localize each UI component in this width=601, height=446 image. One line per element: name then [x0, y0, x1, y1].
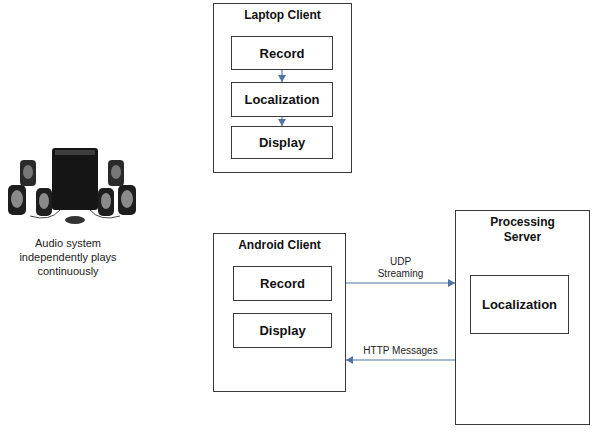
satellite-speaker	[108, 160, 124, 186]
protocol-label: UDP Streaming	[370, 256, 432, 280]
process-label: Display	[259, 135, 305, 150]
process-label: Localization	[244, 92, 319, 107]
protocol-label: HTTP Messages	[356, 345, 446, 357]
process-box: Display	[231, 126, 333, 159]
flow-arrow	[346, 282, 455, 283]
process-box: Localization	[231, 82, 333, 117]
speaker-cone	[11, 190, 23, 208]
process-box: Record	[231, 36, 333, 70]
component-box: Android ClientRecordDisplay	[213, 233, 346, 392]
satellite-speaker	[36, 188, 52, 216]
satellite-speaker	[118, 185, 136, 215]
flow-arrow	[281, 117, 282, 126]
caption-note: Audio system independently plays continu…	[8, 236, 128, 278]
control-pod	[65, 216, 85, 224]
component-title: Processing Server	[483, 215, 563, 245]
speaker-cone	[101, 193, 111, 209]
speaker-cone	[111, 165, 121, 179]
satellite-speaker	[8, 185, 26, 215]
process-box: Record	[233, 266, 332, 301]
flow-arrow	[281, 70, 282, 82]
component-title: Laptop Client	[223, 8, 343, 23]
speaker-cone	[23, 165, 33, 179]
subwoofer	[52, 148, 98, 210]
speaker-cable	[30, 210, 120, 218]
process-box: Localization	[470, 275, 569, 334]
process-box: Display	[233, 313, 332, 348]
speaker-cone	[121, 190, 133, 208]
component-box: Laptop ClientRecordLocalizationDisplay	[213, 3, 352, 173]
subwoofer-top	[55, 150, 95, 155]
process-label: Record	[260, 46, 305, 61]
satellite-speaker	[98, 188, 114, 216]
flow-arrow	[346, 359, 455, 360]
process-label: Display	[259, 323, 305, 338]
component-title: Android Client	[220, 238, 340, 253]
process-label: Localization	[482, 297, 557, 312]
component-box: Processing ServerLocalization	[455, 210, 590, 425]
speaker-cone	[39, 193, 49, 209]
process-label: Record	[260, 276, 305, 291]
satellite-speaker	[20, 160, 36, 186]
